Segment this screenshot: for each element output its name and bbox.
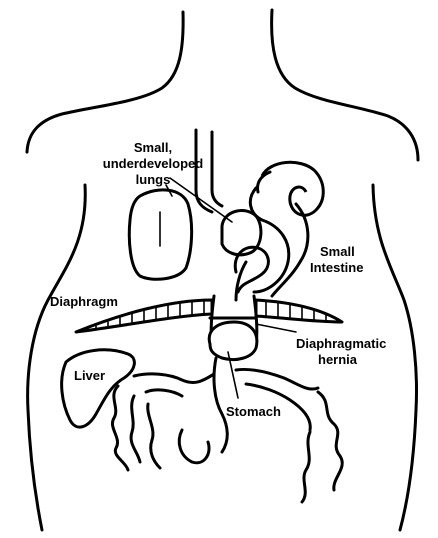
label-lungs-line3: lungs — [136, 172, 171, 187]
labels: Small, underdeveloped lungs Small Intest… — [50, 140, 386, 419]
label-intestine-line2: Intestine — [310, 260, 363, 275]
label-hernia-line1: Diaphragmatic — [296, 336, 386, 351]
label-intestine-line1: Small — [320, 244, 355, 259]
label-diaphragm: Diaphragm — [50, 294, 118, 309]
label-lungs-line1: Small, — [134, 140, 172, 155]
label-lungs-line2: underdeveloped — [103, 156, 203, 171]
hernia-leader — [256, 324, 296, 332]
label-hernia-line2: hernia — [318, 352, 358, 367]
label-stomach: Stomach — [226, 404, 281, 419]
label-liver: Liver — [74, 368, 105, 383]
liver — [62, 350, 135, 427]
